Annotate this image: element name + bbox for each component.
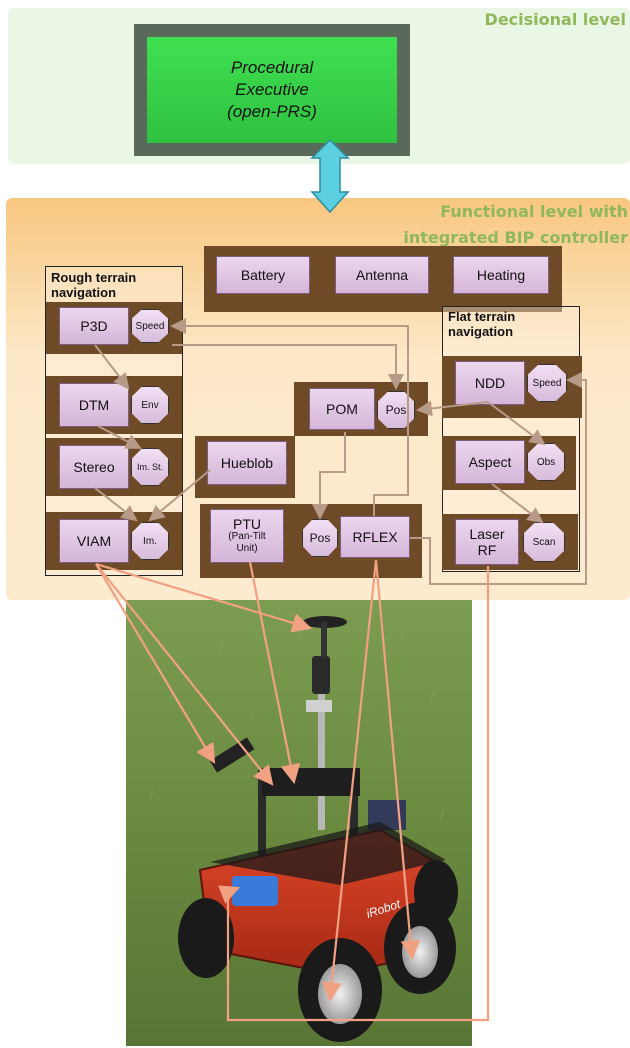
laser-to-scanner — [217, 566, 490, 1022]
p3d-speed-port[interactable]: Speed — [131, 309, 169, 343]
hueblob-module[interactable]: Hueblob — [207, 441, 287, 485]
functional-level-title-line-1: Functional level with — [440, 202, 628, 221]
ndd-module[interactable]: NDD — [455, 361, 525, 405]
antenna-dish — [303, 616, 347, 628]
ptu-sublabel: (Pan-Tilt Unit) — [228, 531, 266, 554]
battery-module[interactable]: Battery — [216, 256, 310, 294]
robot-body — [198, 828, 452, 977]
executive-line-2: Executive — [235, 80, 309, 99]
rflex-module[interactable]: RFLEX — [340, 516, 410, 558]
mast-mount — [306, 700, 332, 712]
rflex-pos-port[interactable]: Pos — [302, 519, 338, 557]
viam-module[interactable]: VIAM — [59, 519, 129, 563]
ptu-label: PTU — [233, 516, 261, 532]
antenna-stalk — [321, 622, 327, 658]
pom-module[interactable]: POM — [309, 388, 375, 430]
flat-terrain-title-line-2: navigation — [448, 324, 514, 339]
functional-level-title-line-2: integrated BIP controller — [403, 228, 628, 247]
front-left-wheel — [298, 938, 382, 1042]
ndd-speed-port[interactable]: Speed — [527, 364, 567, 402]
rear-post — [258, 770, 266, 860]
robot-brand-label: iRobot — [365, 897, 403, 921]
antenna-module[interactable]: Antenna — [335, 256, 429, 294]
front-post — [350, 770, 358, 850]
grass-texture — [139, 629, 445, 961]
stereo-image-port[interactable]: Im. St. — [131, 448, 169, 486]
dtm-module[interactable]: DTM — [59, 383, 129, 427]
aspect-obs-port[interactable]: Obs — [527, 443, 565, 481]
front-right-hub — [402, 926, 438, 978]
aspect-module[interactable]: Aspect — [455, 440, 525, 484]
flat-terrain-title-line-1: Flat terrain — [448, 309, 516, 324]
pom-pos-port[interactable]: Pos — [377, 391, 415, 429]
executive-line-3: (open-PRS) — [227, 102, 317, 121]
p3d-module[interactable]: P3D — [59, 307, 129, 345]
stereo-camera-bar — [209, 737, 255, 773]
mast-camera — [312, 656, 330, 694]
electronics-block — [368, 800, 406, 830]
decisional-level-title: Decisional level — [484, 10, 626, 29]
rflex-to-left-wheel — [321, 559, 378, 1003]
rflex-to-right-wheel — [374, 559, 421, 961]
grass-background — [126, 600, 472, 1046]
rough-terrain-title-line-2: navigation — [51, 285, 117, 300]
procedural-executive-box[interactable]: Procedural Executive (open-PRS) — [147, 37, 397, 143]
dtm-env-port[interactable]: Env — [131, 386, 169, 424]
laser-rf-module[interactable]: Laser RF — [455, 519, 519, 565]
laser-scanner — [232, 876, 278, 906]
robot-top-plate — [210, 822, 446, 885]
rear-right-wheel — [414, 860, 458, 924]
executive-line-1: Procedural — [230, 58, 314, 77]
rough-terrain-title-line-1: Rough terrain — [51, 270, 137, 285]
front-left-hub — [318, 964, 362, 1024]
front-right-wheel — [384, 902, 456, 994]
heating-module[interactable]: Heating — [453, 256, 549, 294]
camera-mast — [318, 680, 325, 830]
stereo-module[interactable]: Stereo — [59, 445, 129, 489]
ptu-module[interactable]: PTU (Pan-Tilt Unit) — [210, 509, 284, 563]
top-deck — [262, 768, 360, 796]
rear-left-wheel — [178, 898, 234, 978]
viam-image-port[interactable]: Im. — [131, 522, 169, 560]
